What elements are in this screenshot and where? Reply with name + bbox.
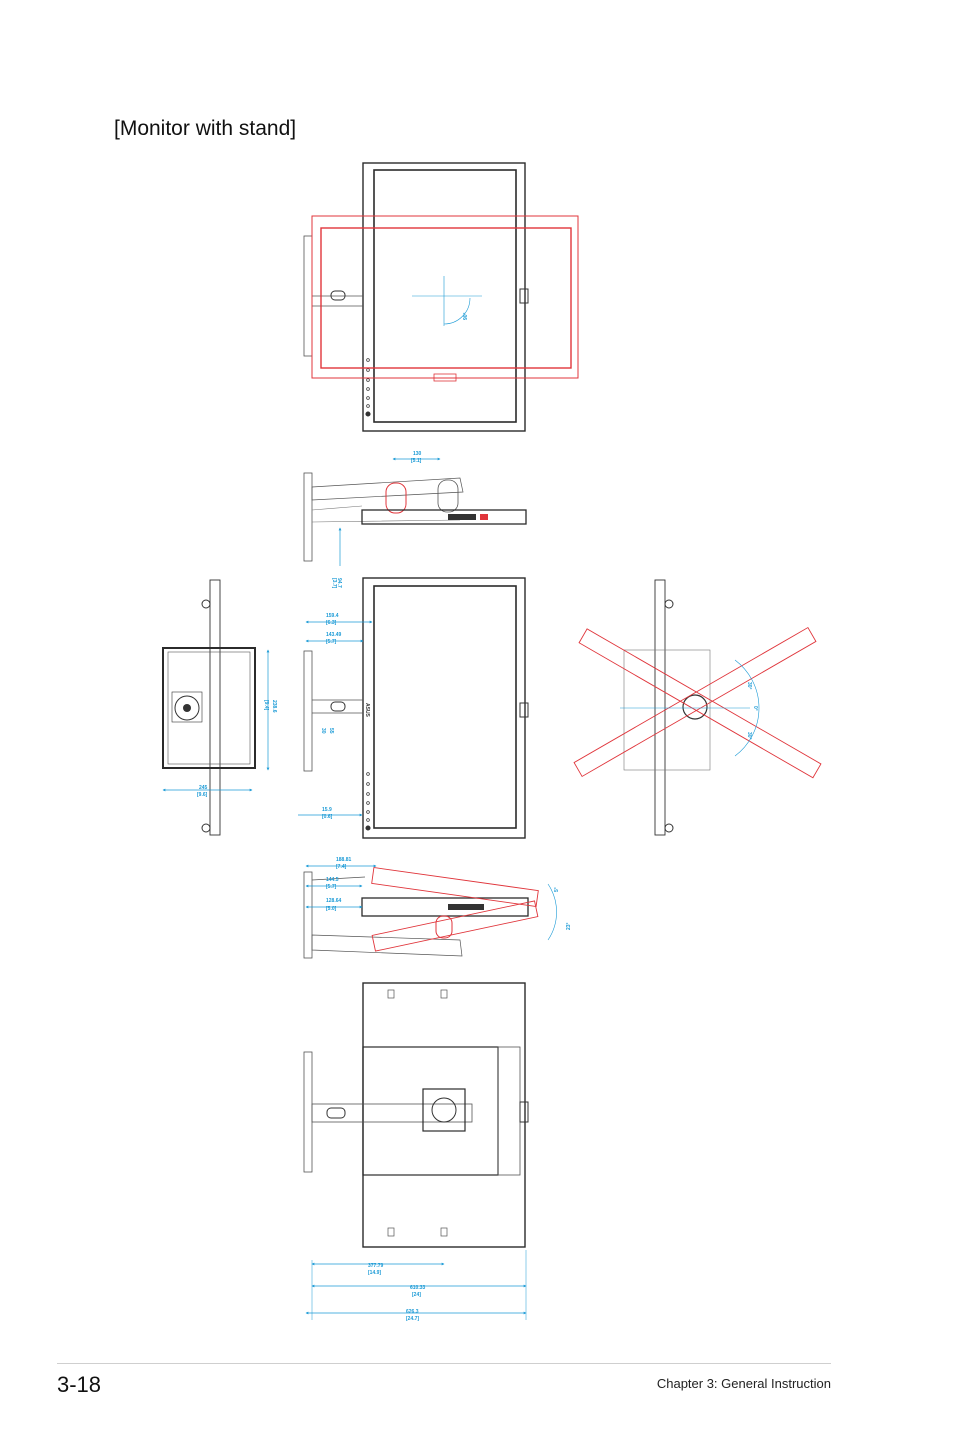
side-55-label: 55 [328,728,334,734]
brand-logo: ASUS [364,703,370,718]
top-depth-label: 130 [413,451,422,457]
swivel-center-label: 0° [752,706,758,711]
side-15-inch-label: [0.6] [322,814,333,820]
bottom-610-inch-label: [24] [412,1292,421,1298]
back-portrait-view: 377.79 [14.9] 610.33 [24] 626.3 [24.7] [303,982,529,1322]
bottom-377-inch-label: [14.9] [368,1270,381,1276]
top-depth-inch-label: [5.1] [411,458,422,464]
section-heading: [Monitor with stand] [114,117,297,140]
bottom-610-label: 610.33 [410,1285,426,1291]
side-30-label: 30 [320,728,326,734]
tilt-128-inch-label: [5.0] [326,906,337,912]
tilt-view: 188.81 [7.4] 144.5 [5.7] 128.64 [5.0] 5°… [303,857,572,959]
side-143-label: 143.49 [326,632,342,638]
side-143-inch-label: [5.7] [326,639,337,645]
stand-height-low-inch-label: [3.7] [331,578,337,589]
side-15-label: 15.9 [322,807,332,813]
tilt-144-inch-label: [5.7] [326,884,337,890]
bottom-377-label: 377.79 [368,1263,384,1269]
footer-divider [57,1363,831,1364]
tilt-128-label: 128.64 [326,898,342,904]
bottom-626-inch-label: [24.7] [406,1316,419,1322]
base-depth-inch-label: [9.4] [263,700,269,711]
bottom-626-label: 626.3 [406,1309,419,1315]
front-pivot-view: 90° [303,162,579,432]
base-width-label: 245 [199,785,208,791]
swivel-left-label: 30° [746,682,752,690]
tilt-up-label: 5° [554,887,560,892]
base-depth-label: 238.6 [271,700,277,713]
side-159-label: 159.4 [326,613,339,619]
side-159-inch-label: [6.3] [326,620,337,626]
page-number: 3-18 [57,1372,102,1397]
tilt-144-label: 144.5 [326,877,339,883]
stand-height-low-label: 94.7 [336,578,342,588]
swivel-view: 30° 0° 30° [573,579,822,836]
tilt-188-inch-label: [7.4] [336,864,347,870]
tilt-down-label: 23° [566,922,572,930]
pivot-angle-label: 90° [463,312,469,320]
front-view: ASUS 159.4 [6.3] 143.49 [5.7] 30 55 15.9… [298,577,529,839]
swivel-right-label: 30° [746,732,752,740]
base-back-view: 238.6 [9.4] 245 [9.6] [162,579,277,836]
top-view-raised: 130 [5.1] 94.7 [3.7] [303,451,527,589]
tilt-188-label: 188.81 [336,857,352,863]
chapter-title: Chapter 3: General Instruction [656,1376,831,1391]
base-width-inch-label: [9.6] [197,792,208,798]
